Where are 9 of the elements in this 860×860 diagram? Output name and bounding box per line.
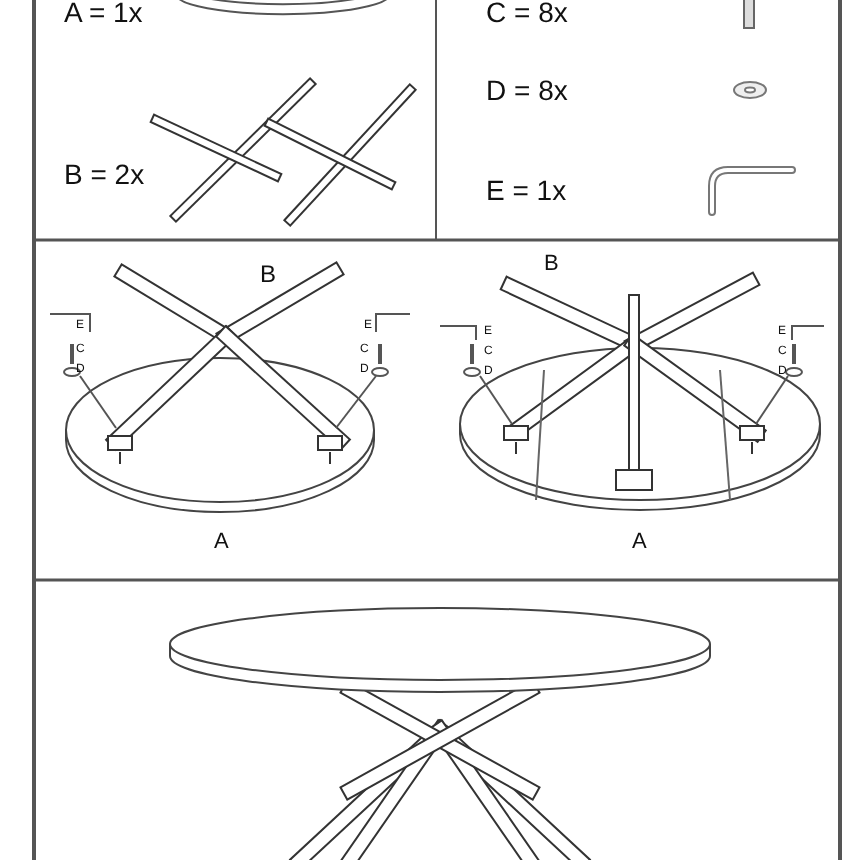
- part-letter-label: A: [632, 532, 647, 554]
- part-count-label: E = 1x: [486, 176, 567, 204]
- part-letter-label: B: [544, 254, 559, 276]
- part-count-label: B = 2x: [64, 160, 145, 188]
- part-count-label: A = 1x: [64, 0, 143, 26]
- part-count-label: D = 8x: [486, 76, 568, 104]
- part-letter-label: A: [214, 532, 229, 554]
- part-count-label: C = 8x: [486, 0, 568, 26]
- part-letter-label: B: [260, 262, 277, 286]
